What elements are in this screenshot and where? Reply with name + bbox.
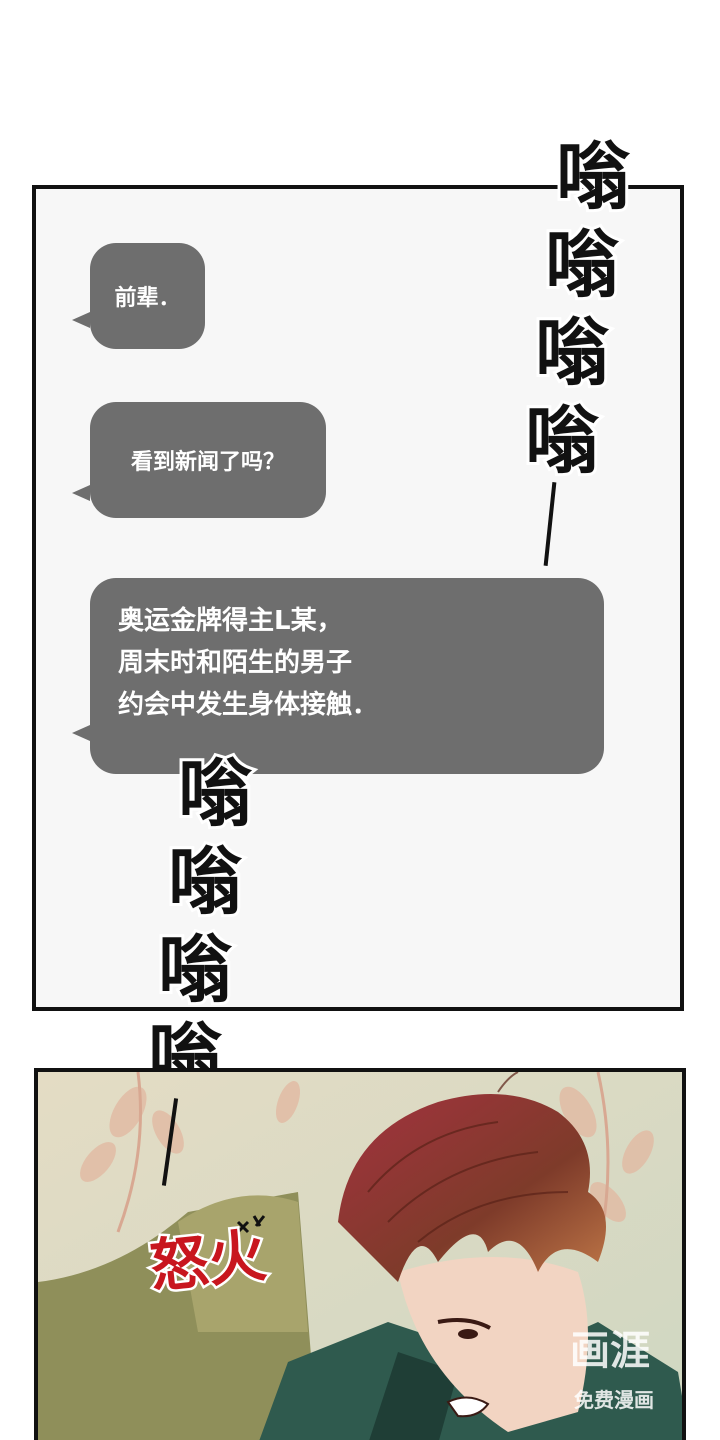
- speech-bubble-2: 看到新闻了吗？: [90, 402, 326, 518]
- anger-sfx: 怒火: [144, 1219, 271, 1304]
- bubble-1-text: 前辈．: [114, 286, 181, 311]
- bubble-tail: [72, 725, 90, 741]
- bubble-3-line-3: 约会中发生身体接触．: [118, 690, 379, 720]
- sfx-buzz: 嗡: [542, 222, 622, 308]
- sfx-buzz: 嗡: [553, 134, 633, 220]
- sfx-buzz: 嗡: [155, 927, 235, 1013]
- sfx-buzz: 嗡: [532, 310, 612, 396]
- speech-bubble-3: 奥运金牌得主L某， 周末时和陌生的男子 约会中发生身体接触．: [90, 578, 604, 774]
- bubble-3-line-2: 周末时和陌生的男子: [118, 648, 353, 678]
- character-illustration: [38, 1072, 682, 1440]
- sfx-buzz: 嗡: [522, 398, 602, 484]
- watermark-logo: 画涯: [570, 1328, 650, 1374]
- speech-bubble-1: 前辈．: [90, 243, 205, 349]
- sfx-buzz: 嗡: [175, 751, 255, 837]
- bubble-3-line-1: 奥运金牌得主L某，: [118, 606, 343, 636]
- watermark-tagline: 免费漫画: [574, 1388, 654, 1412]
- bubble-tail: [72, 312, 90, 328]
- bubble-tail: [72, 485, 90, 501]
- panel-2-illustration: [34, 1068, 686, 1440]
- sfx-buzz: 嗡: [165, 839, 245, 925]
- bubble-2-text: 看到新闻了吗？: [130, 450, 285, 475]
